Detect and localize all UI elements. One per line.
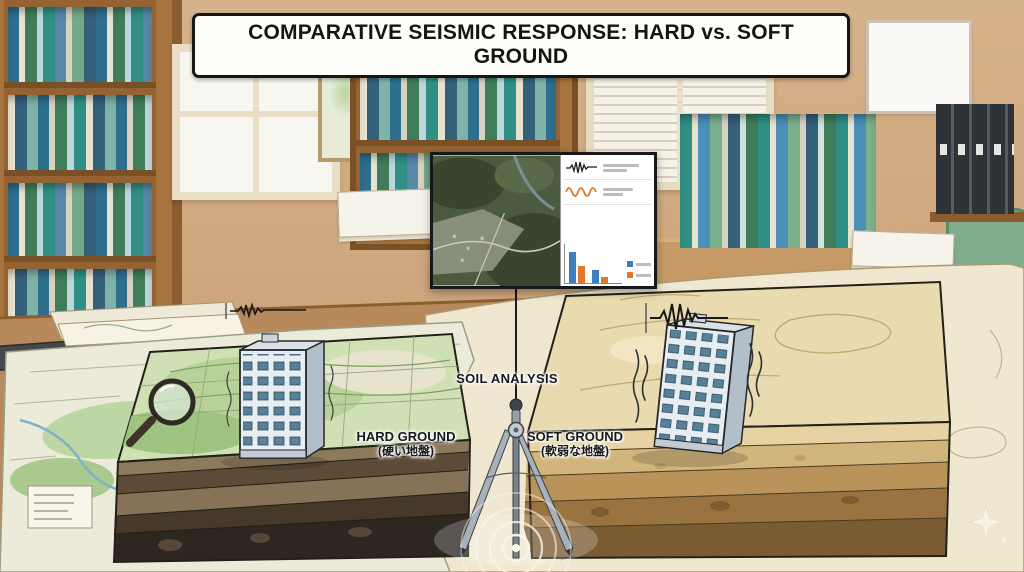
- soft-waveform-icon: [565, 187, 597, 197]
- soft-ground-building: [653, 312, 755, 455]
- soil-analysis-inset-panel: [430, 152, 657, 289]
- legend-item: [627, 261, 651, 267]
- legend-item: [627, 272, 651, 278]
- mini-bar-chart: [564, 244, 622, 284]
- hard-waveform-row: [564, 157, 651, 180]
- survey-compass-instrument: [434, 398, 598, 566]
- sparkle-icon: [968, 504, 1006, 542]
- page-title: COMPARATIVE SEISMIC RESPONSE: HARD vs. S…: [248, 21, 794, 68]
- shake-lines-soft: [632, 343, 763, 423]
- window-mullion: [253, 52, 259, 192]
- binder-shelf: [930, 212, 1024, 222]
- seismic-trace-hard-icon: [225, 302, 306, 320]
- legend-label-placeholder: [636, 262, 651, 266]
- legend-swatch: [627, 261, 633, 267]
- legend-label-placeholder: [636, 273, 651, 277]
- soft-ground-label-en: SOFT GROUND: [526, 429, 624, 444]
- soft-ground-label-jp: (軟弱な地盤): [541, 444, 609, 458]
- shelf-row: [4, 176, 156, 265]
- hard-ground-building: [221, 333, 329, 470]
- shake-lines-hard: [226, 365, 334, 427]
- comparison-chart-row: [564, 205, 651, 284]
- hard-ground-label: HARD GROUND (硬い地盤): [345, 429, 467, 459]
- shelf-row: [4, 88, 156, 179]
- title-banner: COMPARATIVE SEISMIC RESPONSE: HARD vs. S…: [192, 13, 850, 78]
- hard-ground-label-jp: (硬い地盤): [378, 444, 434, 458]
- whiteboard: [866, 20, 972, 114]
- magnifying-glass-icon: [126, 378, 196, 447]
- seismic-wave-rings: [460, 492, 572, 572]
- soft-waveform-row: [564, 180, 651, 205]
- bookshelf-left: [0, 0, 182, 351]
- window-mullion: [180, 110, 332, 117]
- hard-ground-label-en: HARD GROUND: [356, 429, 456, 444]
- soil-analysis-label: SOIL ANALYSIS: [456, 371, 558, 386]
- satellite-map: [433, 155, 560, 286]
- building-shadow: [632, 449, 748, 467]
- shelf-row: [4, 0, 156, 91]
- chart-legend: [627, 261, 651, 284]
- legend-swatch: [627, 272, 633, 278]
- books-icon: [680, 114, 876, 248]
- soft-ground-label: SOFT GROUND (軟弱な地盤): [512, 429, 638, 459]
- books-icon: [8, 183, 152, 256]
- soft-ground-block: [523, 280, 952, 560]
- analysis-sidebar: [560, 155, 654, 286]
- bookshelf-right: [676, 114, 880, 248]
- caption-placeholder: [603, 162, 639, 174]
- binders-icon: [936, 104, 1014, 214]
- hard-waveform-icon: [566, 161, 597, 174]
- seismic-trace-soft-icon: [645, 303, 728, 333]
- caption-placeholder: [603, 186, 633, 198]
- books-icon: [8, 95, 152, 170]
- books-icon: [8, 7, 152, 82]
